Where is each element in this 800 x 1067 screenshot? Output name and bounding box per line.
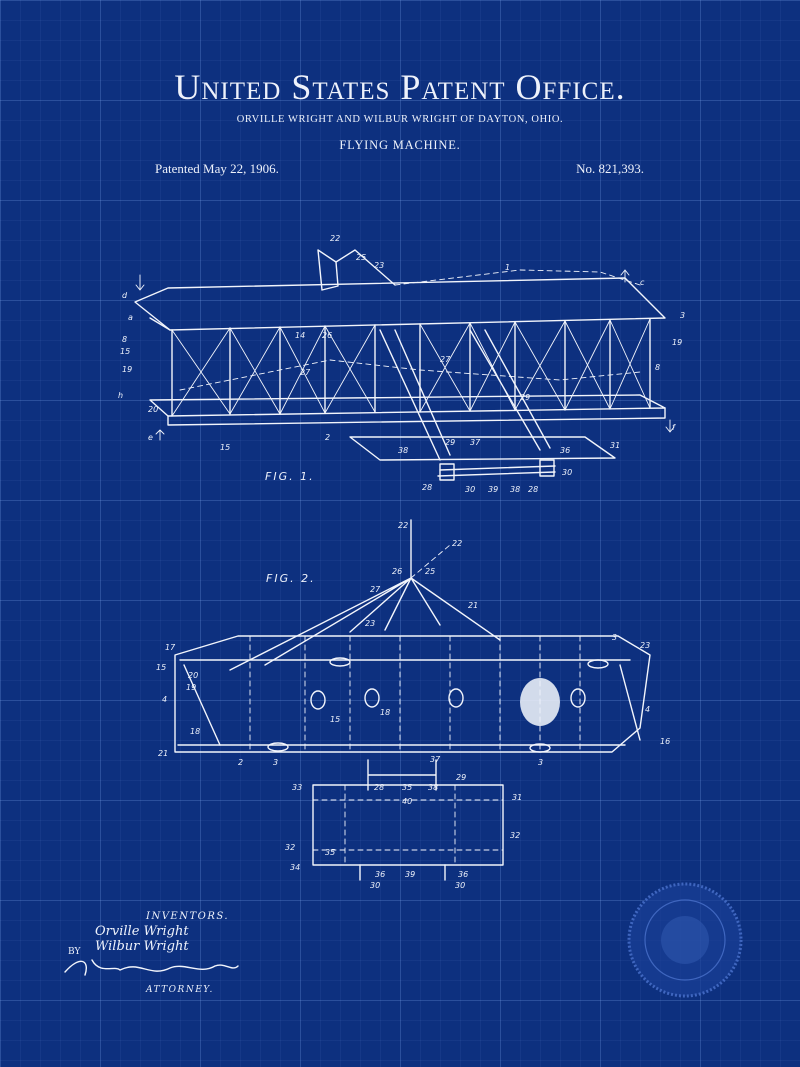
- figure-2-label: FIG. 2.: [266, 572, 316, 585]
- svg-text:f: f: [672, 423, 676, 432]
- svg-text:19: 19: [122, 365, 132, 374]
- svg-text:4: 4: [645, 705, 650, 714]
- svg-text:36: 36: [375, 870, 385, 879]
- svg-text:27: 27: [300, 368, 311, 377]
- patent-date: Patented May 22, 1906.: [155, 161, 279, 176]
- figure-1-label: FIG. 1.: [265, 470, 315, 483]
- svg-text:33: 33: [292, 783, 302, 792]
- svg-text:37: 37: [470, 438, 481, 447]
- svg-text:21: 21: [158, 749, 168, 758]
- svg-text:16: 16: [660, 737, 670, 746]
- patent-office-title: United States Patent Office.: [174, 67, 626, 107]
- svg-text:27: 27: [440, 355, 451, 364]
- attorney-heading: ATTORNEY.: [146, 985, 214, 995]
- svg-text:29: 29: [456, 773, 466, 782]
- svg-text:38: 38: [510, 485, 520, 494]
- figure-2-drawing: 22 22 26 25 27 21 23 17 15 20 19 4 18 21…: [156, 519, 670, 890]
- svg-text:26: 26: [392, 567, 402, 576]
- svg-text:d: d: [122, 291, 128, 300]
- svg-text:27: 27: [370, 585, 381, 594]
- svg-text:19: 19: [186, 683, 196, 692]
- svg-text:39: 39: [488, 485, 498, 494]
- svg-text:4: 4: [162, 695, 167, 704]
- patent-seal: [627, 882, 743, 998]
- svg-text:37: 37: [430, 755, 441, 764]
- svg-text:30: 30: [465, 485, 475, 494]
- svg-text:23: 23: [365, 619, 375, 628]
- svg-text:36: 36: [560, 446, 570, 455]
- svg-text:35: 35: [402, 783, 412, 792]
- svg-text:19: 19: [672, 338, 682, 347]
- figure-1-drawing: 22 25 23 1 c d a 8 15 19 h 20 3 19 8 15 …: [118, 234, 685, 494]
- svg-text:36: 36: [458, 870, 468, 879]
- svg-text:32: 32: [285, 843, 295, 852]
- svg-text:18: 18: [190, 727, 200, 736]
- svg-text:23: 23: [640, 641, 650, 650]
- svg-text:20: 20: [188, 671, 198, 680]
- inventors-line: ORVILLE WRIGHT AND WILBUR WRIGHT OF DAYT…: [236, 114, 564, 125]
- svg-text:15: 15: [156, 663, 166, 672]
- svg-text:1: 1: [505, 263, 510, 272]
- svg-text:25: 25: [425, 567, 435, 576]
- inventor-wilbur: Wilbur Wright: [95, 939, 189, 954]
- svg-text:28: 28: [374, 783, 384, 792]
- svg-text:15: 15: [120, 347, 130, 356]
- svg-text:14: 14: [295, 331, 305, 340]
- svg-text:35: 35: [325, 848, 335, 857]
- svg-text:39: 39: [405, 870, 415, 879]
- svg-text:25: 25: [356, 253, 366, 262]
- svg-text:31: 31: [610, 441, 620, 450]
- inventor-orville: Orville Wright: [95, 924, 189, 939]
- svg-text:h: h: [118, 391, 123, 400]
- svg-text:3: 3: [680, 311, 685, 320]
- svg-text:40: 40: [402, 797, 412, 806]
- svg-text:28: 28: [422, 483, 432, 492]
- svg-text:22: 22: [330, 234, 340, 243]
- svg-text:3: 3: [273, 758, 278, 767]
- patent-number: No. 821,393.: [576, 161, 644, 176]
- svg-text:18: 18: [380, 708, 390, 717]
- svg-text:a: a: [128, 313, 133, 322]
- svg-text:3: 3: [538, 758, 543, 767]
- svg-text:28: 28: [528, 485, 538, 494]
- svg-text:8: 8: [122, 335, 127, 344]
- svg-text:15: 15: [220, 443, 230, 452]
- svg-text:38: 38: [398, 446, 408, 455]
- svg-text:e: e: [148, 433, 153, 442]
- svg-text:32: 32: [510, 831, 520, 840]
- invention-title: FLYING MACHINE.: [339, 138, 461, 152]
- svg-text:3: 3: [612, 633, 617, 642]
- svg-text:c: c: [640, 278, 645, 287]
- svg-text:8: 8: [655, 363, 660, 372]
- svg-text:34: 34: [290, 863, 300, 872]
- attorney-signature-flourish: [64, 959, 239, 976]
- svg-text:31: 31: [512, 793, 522, 802]
- svg-text:20: 20: [148, 405, 158, 414]
- svg-text:22: 22: [398, 521, 408, 530]
- svg-text:30: 30: [455, 881, 465, 890]
- svg-text:2: 2: [325, 433, 330, 442]
- svg-text:22: 22: [452, 539, 462, 548]
- svg-text:21: 21: [468, 601, 478, 610]
- svg-text:2: 2: [238, 758, 243, 767]
- by-label: BY: [68, 947, 81, 957]
- inventors-heading: INVENTORS.: [146, 911, 230, 922]
- svg-text:17: 17: [165, 643, 176, 652]
- svg-text:26: 26: [322, 331, 332, 340]
- svg-text:23: 23: [374, 261, 384, 270]
- svg-text:29: 29: [445, 438, 455, 447]
- svg-text:38: 38: [428, 783, 438, 792]
- svg-text:30: 30: [562, 468, 572, 477]
- svg-text:30: 30: [370, 881, 380, 890]
- svg-text:29: 29: [520, 393, 530, 402]
- engine-shading: [520, 678, 560, 726]
- svg-text:15: 15: [330, 715, 340, 724]
